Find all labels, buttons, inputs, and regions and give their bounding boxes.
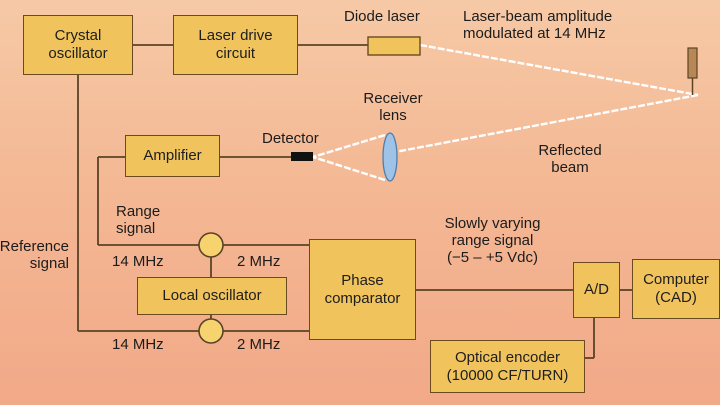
range-signal-label: Range signal <box>116 203 161 237</box>
amplifier-box: Amplifier <box>125 135 220 177</box>
freq-2mhz-top-label: 2 MHz <box>237 253 281 270</box>
crystal-oscillator-box: Crystal oscillator <box>23 15 133 75</box>
receiver-lens-icon <box>382 132 398 182</box>
reflected-beam-line <box>394 93 699 154</box>
freq-2mhz-bottom-label: 2 MHz <box>237 336 281 353</box>
detector-label: Detector <box>262 130 319 147</box>
laser-drive-circuit-box: Laser drive circuit <box>173 15 298 75</box>
optical-encoder-box: Optical encoder (10000 CF/TURN) <box>430 340 585 393</box>
receiver-lens-label: Receiver lens <box>363 90 423 124</box>
target-reflector-icon <box>687 47 698 95</box>
diode-laser-label: Diode laser <box>344 8 420 25</box>
focused-beam-lower <box>312 155 386 182</box>
freq-14mhz-bottom-label: 14 MHz <box>112 336 164 353</box>
mixer-range-icon <box>198 232 224 258</box>
local-oscillator-box: Local oscillator <box>137 277 287 315</box>
reference-signal-label: Reference signal <box>0 238 69 272</box>
reflected-beam-label: Reflected beam <box>538 142 602 176</box>
beam-modulation-label: Laser-beam amplitude modulated at 14 MHz <box>463 8 613 42</box>
outgoing-laser-beam <box>419 43 699 97</box>
mixer-reference-icon <box>198 318 224 344</box>
slowly-varying-range-label: Slowly varying range signal (−5 – +5 Vdc… <box>444 215 541 266</box>
detector-icon <box>291 152 313 161</box>
freq-14mhz-top-label: 14 MHz <box>112 253 164 270</box>
focused-beam-upper <box>312 133 386 159</box>
phase-comparator-box: Phase comparator <box>309 239 416 340</box>
computer-box: Computer (CAD) <box>632 259 720 319</box>
ad-converter-box: A/D <box>573 262 620 318</box>
diode-laser-icon <box>367 36 421 56</box>
